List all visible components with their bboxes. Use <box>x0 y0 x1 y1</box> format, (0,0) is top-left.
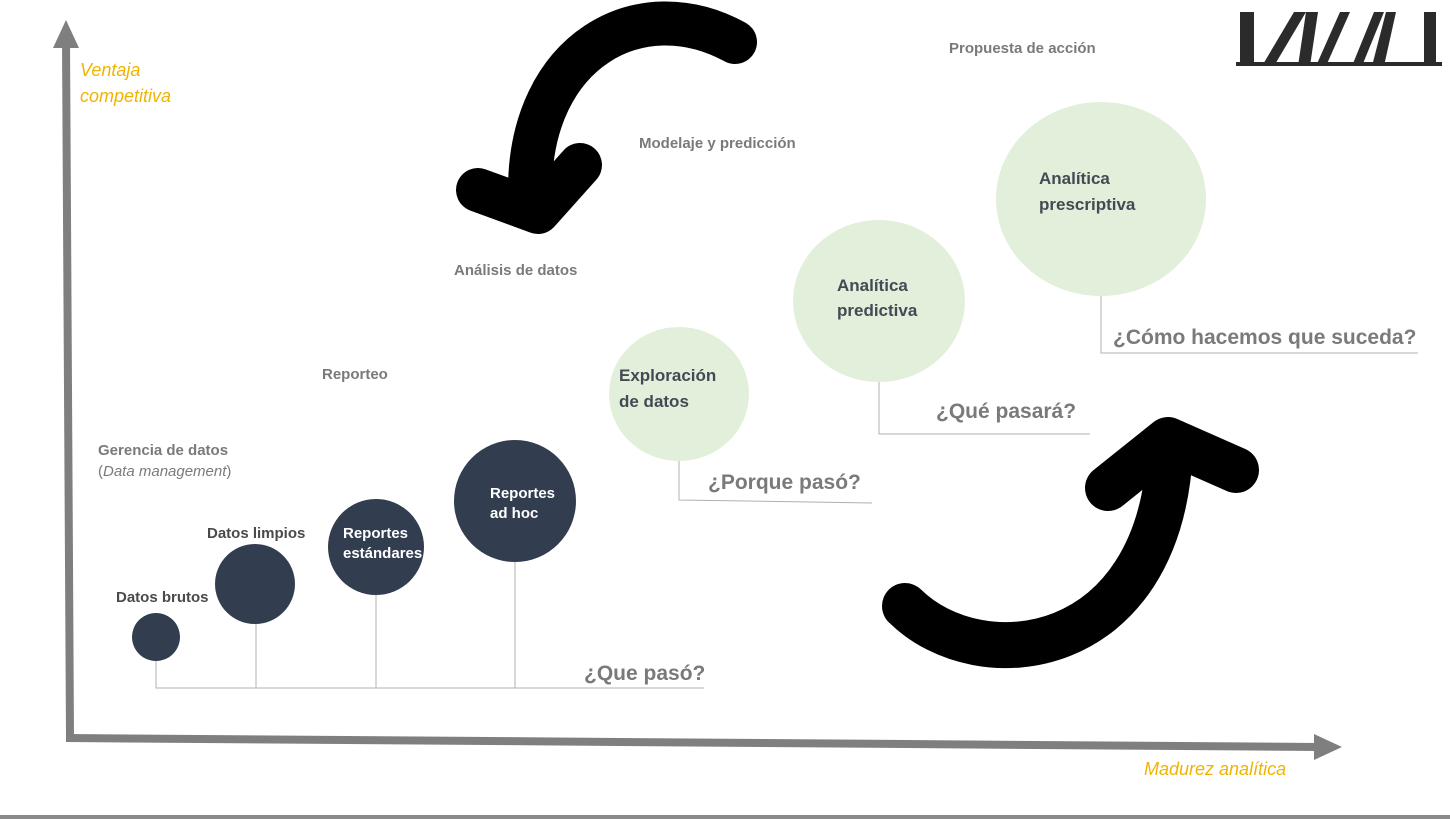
stage-label-data-management: Gerencia de datos <box>98 442 229 459</box>
label-prescriptiva-1: Analítica <box>1039 169 1110 188</box>
node-exploracion <box>609 327 749 461</box>
question-what-happened: ¿Que pasó? <box>584 662 706 685</box>
data-management-en-text: Data management <box>103 463 227 480</box>
curved-arrow-up-icon <box>882 417 1259 669</box>
bottom-divider <box>0 815 1450 819</box>
label-datos-brutos: Datos brutos <box>116 589 209 606</box>
label-predictiva-1: Analítica <box>837 276 908 295</box>
node-analitica-predictiva <box>793 220 965 382</box>
node-reportes-ad-hoc <box>454 440 576 562</box>
stage-label-data-management-en: (Data management) <box>98 463 232 480</box>
stage-label-action: Propuesta de acción <box>949 40 1096 57</box>
brand-logo <box>1236 12 1442 66</box>
y-axis <box>53 20 79 739</box>
label-reportes-ad-hoc-2: ad hoc <box>490 505 539 522</box>
label-datos-limpios: Datos limpios <box>207 525 306 542</box>
label-prescriptiva-2: prescriptiva <box>1039 195 1136 214</box>
x-axis-label: Madurez analítica <box>1144 759 1287 779</box>
stage-label-reporting: Reporteo <box>322 366 388 383</box>
label-reportes-estandares-2: estándares <box>343 545 423 562</box>
node-reportes-estandares <box>328 499 424 595</box>
label-reportes-ad-hoc-1: Reportes <box>490 485 556 502</box>
label-predictiva-2: predictiva <box>837 301 918 320</box>
node-analitica-prescriptiva <box>996 102 1206 296</box>
node-datos-limpios <box>215 544 295 624</box>
y-axis-label-line1: Ventaja <box>80 60 141 80</box>
label-exploracion-1: Exploración <box>619 366 717 385</box>
node-datos-brutos <box>132 613 180 661</box>
label-exploracion-2: de datos <box>619 392 689 411</box>
stage-label-analysis: Análisis de datos <box>454 262 578 279</box>
x-axis <box>65 734 1342 760</box>
y-axis-label-line2: competitiva <box>80 86 172 106</box>
label-reportes-estandares-1: Reportes <box>343 525 409 542</box>
leader-lines <box>155 296 1418 689</box>
question-what-will-happen: ¿Qué pasará? <box>936 400 1077 423</box>
question-why-happened: ¿Porque pasó? <box>708 471 861 494</box>
stage-label-modeling: Modelaje y predicción <box>639 135 796 152</box>
curved-arrow-down-icon <box>456 1 757 234</box>
question-how-make-happen: ¿Cómo hacemos que suceda? <box>1113 326 1417 349</box>
